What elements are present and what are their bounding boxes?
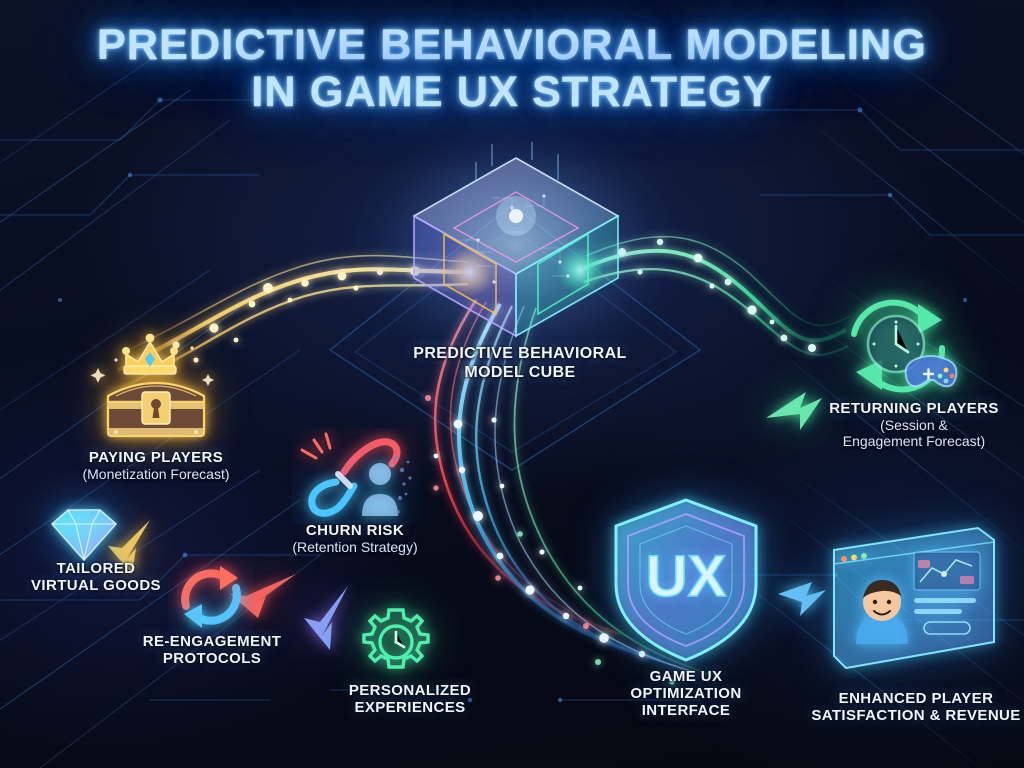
- game-ux-label-3: INTERFACE: [641, 702, 731, 719]
- paying-players-label: PAYING PLAYERS: [88, 449, 224, 466]
- gem-icon: [38, 506, 128, 566]
- node-churn-risk: CHURN RISK (Retention Strategy): [250, 522, 460, 555]
- page-title: PREDICTIVE BEHAVIORAL MODELING IN GAME U…: [0, 21, 1024, 116]
- node-personalized-experiences: PERSONALIZED EXPERIENCES: [300, 682, 520, 716]
- re-engagement-label-2: PROTOCOLS: [162, 650, 262, 667]
- returning-players-sublabel-2: Engagement Forecast): [842, 433, 986, 449]
- churn-risk-sublabel: (Retention Strategy): [292, 539, 418, 555]
- enhanced-satisfaction-label-2: SATISFACTION & REVENUE: [811, 707, 1021, 724]
- personalized-experiences-label-1: PERSONALIZED: [348, 682, 472, 699]
- gear-clock-icon: [358, 604, 434, 680]
- returning-players-sublabel-1: (Session &: [880, 417, 948, 433]
- node-returning-players: RETURNING PLAYERS (Session & Engagement …: [804, 400, 1024, 449]
- tailored-virtual-goods-label-1: TAILORED: [56, 560, 136, 577]
- broken-chain-user-icon: [292, 428, 422, 524]
- enhanced-satisfaction-label-1: ENHANCED PLAYER: [838, 690, 994, 707]
- personalized-experiences-label-2: EXPERIENCES: [354, 699, 466, 716]
- game-ux-label-2: OPTIMIZATION: [630, 685, 742, 702]
- refresh-cycle-icon: [168, 556, 254, 638]
- clock-gamepad-cycle-icon: [830, 286, 980, 406]
- holographic-data-cube-icon: [392, 136, 640, 356]
- node-tailored-virtual-goods: TAILORED VIRTUAL GOODS: [0, 560, 192, 594]
- game-ux-label-1: GAME UX: [649, 668, 723, 685]
- crowned-treasure-chest-icon: [82, 304, 230, 444]
- node-re-engagement-protocols: RE-ENGAGEMENT PROTOCOLS: [112, 633, 312, 667]
- title-line-1: PREDICTIVE BEHAVIORAL MODELING: [97, 21, 927, 69]
- center-label-line-1: PREDICTIVE BEHAVIORAL: [413, 345, 627, 362]
- tailored-virtual-goods-label-2: VIRTUAL GOODS: [31, 577, 161, 594]
- re-engagement-label-1: RE-ENGAGEMENT: [142, 633, 282, 650]
- node-paying-players: PAYING PLAYERS (Monetization Forecast): [36, 449, 276, 482]
- node-game-ux-optimization-interface: GAME UX OPTIMIZATION INTERFACE: [578, 668, 794, 719]
- center-label-line-2: MODEL CUBE: [464, 364, 576, 381]
- ux-shield-text: UX: [646, 544, 727, 609]
- player-dashboard-screen-icon: [828, 524, 1000, 676]
- title-line-2: IN GAME UX STRATEGY: [251, 68, 773, 116]
- ux-shield-icon: UX: [600, 492, 772, 668]
- churn-risk-label: CHURN RISK: [305, 522, 405, 539]
- center-cube-caption: PREDICTIVE BEHAVIORAL MODEL CUBE: [372, 344, 668, 382]
- node-enhanced-player-satisfaction: ENHANCED PLAYER SATISFACTION & REVENUE: [800, 690, 1024, 724]
- paying-players-sublabel: (Monetization Forecast): [82, 466, 230, 482]
- returning-players-label: RETURNING PLAYERS: [829, 400, 999, 417]
